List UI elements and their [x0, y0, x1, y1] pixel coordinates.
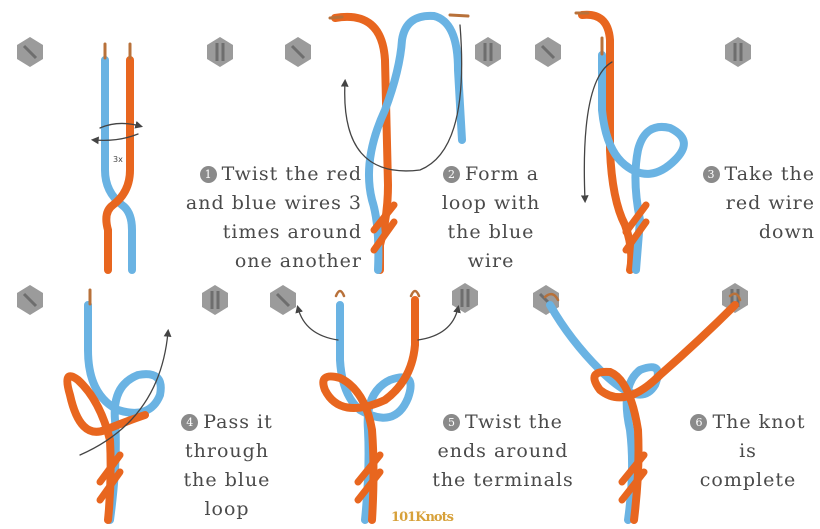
step2-line1: Form a: [464, 163, 540, 185]
terminal-left-icon: [17, 285, 43, 315]
brand-logo: 101Knots: [391, 510, 454, 525]
step5-line3: the terminals: [432, 469, 574, 491]
terminal-right-icon: [207, 37, 233, 67]
step1-line1: Twist the red: [221, 163, 362, 185]
step5-wires: [295, 289, 461, 524]
step5-line1: Twist the: [465, 411, 563, 433]
step3-line1: Take the: [724, 163, 815, 185]
step1-number-badge: 1: [199, 166, 217, 183]
step3-line3: down: [758, 221, 815, 243]
terminal-left-icon: [270, 285, 296, 315]
step4-line1: Pass it: [203, 411, 273, 433]
terminal-right-icon: [475, 37, 501, 67]
step5-number-badge: 5: [443, 414, 461, 431]
terminal-right-icon: [202, 285, 228, 315]
step6-line1: The knot: [712, 411, 806, 433]
step3-number-badge: 3: [702, 166, 720, 183]
step6-line2: is: [739, 440, 757, 462]
step4-wires: [63, 288, 172, 524]
step6-number-badge: 6: [690, 414, 708, 431]
step2-line2: loop with: [441, 192, 541, 214]
step1-line3: times around: [222, 221, 362, 243]
terminal-left-icon: [17, 37, 43, 67]
step1-line2: and blue wires 3: [185, 192, 362, 214]
step4-line3: the blue: [183, 469, 271, 491]
step1-wires: 3x: [90, 42, 144, 274]
step3-line2: red wire: [725, 192, 815, 214]
terminal-left-icon: [535, 37, 561, 67]
step2-wires: [328, 11, 470, 274]
terminal-right-icon: [725, 37, 751, 67]
step5-line2: ends around: [437, 440, 569, 462]
step1-twist-marker: 3x: [113, 155, 123, 164]
step4-number-badge: 4: [181, 414, 199, 431]
step3-wires: [574, 10, 688, 274]
step1-line4: one another: [234, 250, 362, 272]
terminal-left-icon: [285, 37, 311, 67]
step4-line4: loop: [204, 498, 250, 520]
terminal-icons: [17, 37, 751, 315]
terminal-right-icon: [452, 283, 478, 313]
step2-line3: the blue: [447, 221, 535, 243]
step4-line2: through: [184, 440, 270, 462]
step6-wires: [543, 292, 742, 524]
step2-number-badge: 2: [442, 166, 460, 183]
step6-line3: complete: [699, 469, 797, 491]
step2-line4: wire: [467, 250, 515, 272]
